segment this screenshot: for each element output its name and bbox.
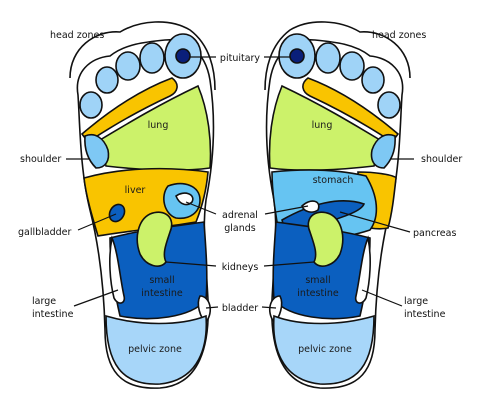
left-pelvic-zone — [105, 314, 208, 385]
large-intestine-label-right-1: large — [404, 296, 428, 307]
gallbladder-line — [77, 213, 117, 231]
head-zones-label-left: head zones — [50, 30, 104, 41]
right-lung-zone — [268, 84, 381, 171]
left-gallbladder — [108, 203, 126, 223]
right-foot: lung stomach small intestine pelvic zone — [264, 21, 411, 389]
left-shoulder-zone — [84, 134, 110, 169]
bladder-line-right — [261, 306, 277, 309]
left-toe-4 — [95, 66, 119, 94]
left-small-intestine-label-1: small — [149, 275, 174, 286]
right-shoulder-zone — [370, 134, 396, 169]
pancreas-label: pancreas — [413, 228, 456, 239]
large-intestine-label-right-2: intestine — [404, 309, 446, 320]
outer-labels: head zones head zones pituitary shoulder… — [18, 30, 462, 320]
left-large-intestine-gap — [109, 235, 126, 304]
large-intestine-line-right — [361, 289, 403, 307]
pituitary-label: pituitary — [220, 53, 261, 64]
left-sinus-band — [80, 77, 178, 144]
right-stomach-label: stomach — [313, 175, 354, 186]
large-intestine-label-left-1: large — [32, 296, 56, 307]
bladder-line-left — [205, 306, 219, 309]
shoulder-label-right: shoulder — [421, 154, 462, 165]
right-toe-4 — [361, 66, 385, 94]
left-small-intestine-label-2: intestine — [141, 288, 183, 299]
kidneys-line-right — [263, 261, 315, 267]
shoulder-label-left: shoulder — [20, 154, 61, 165]
left-toe-2 — [139, 42, 165, 74]
right-pelvic-zone — [272, 314, 375, 385]
adrenal-label-2: glands — [224, 223, 256, 234]
right-pituitary-dot — [289, 48, 305, 64]
left-adrenal-gland — [175, 192, 194, 206]
left-foot: lung liver small intestine pelvic zone — [69, 21, 216, 389]
right-adrenal-gland — [301, 200, 320, 213]
large-intestine-line-left — [73, 289, 119, 307]
pancreas-line — [339, 211, 411, 233]
leader-lines — [66, 56, 414, 309]
right-toe-2 — [315, 42, 341, 74]
right-lung-label: lung — [312, 120, 333, 131]
left-toe-5 — [79, 91, 103, 119]
kidneys-label: kidneys — [222, 262, 259, 273]
left-lung-label: lung — [148, 120, 169, 131]
left-liver-label: liver — [125, 185, 146, 196]
large-intestine-label-left-2: intestine — [32, 309, 74, 320]
left-toe-3 — [115, 51, 141, 81]
kidneys-line-left — [165, 261, 217, 267]
right-large-intestine-gap — [354, 235, 371, 304]
right-pelvic-label: pelvic zone — [298, 344, 352, 355]
left-pelvic-label: pelvic zone — [128, 344, 182, 355]
adrenal-line-right — [264, 205, 309, 215]
right-small-intestine-label-2: intestine — [297, 288, 339, 299]
right-small-intestine-label-1: small — [305, 275, 330, 286]
head-zones-label-right: head zones — [372, 30, 426, 41]
adrenal-label-1: adrenal — [222, 210, 258, 221]
bladder-label: bladder — [222, 303, 258, 314]
right-sinus-band — [302, 77, 400, 144]
gallbladder-label: gallbladder — [18, 227, 72, 238]
right-toe-3 — [339, 51, 365, 81]
adrenal-line-left — [185, 201, 217, 215]
right-toe-5 — [377, 91, 401, 119]
left-pituitary-dot — [175, 48, 191, 64]
